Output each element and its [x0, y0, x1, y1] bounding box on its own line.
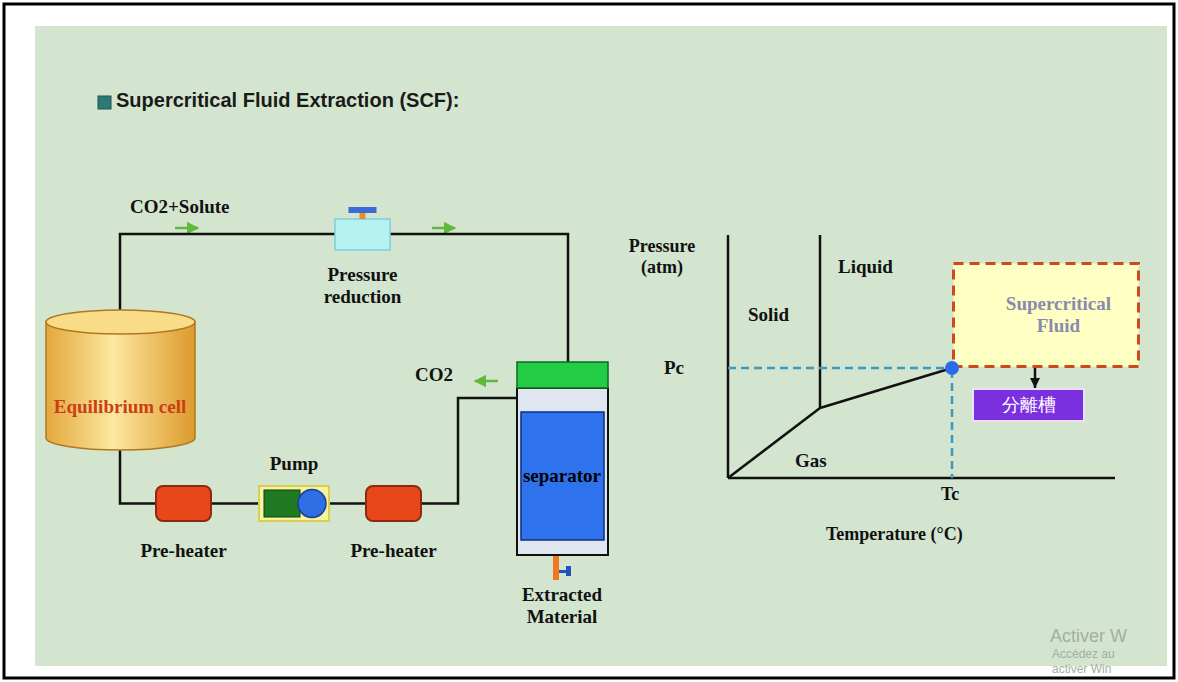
separator-vessel: separator	[517, 362, 608, 555]
part-label: Pressure reduction	[324, 264, 402, 308]
drain-pipe	[553, 555, 559, 580]
critical-temperature-label: Tc	[941, 484, 959, 505]
separator-vessel-outline	[517, 362, 608, 555]
slide-frame	[4, 4, 1174, 678]
part-label: Pump	[270, 453, 319, 475]
equilibrium-cell: Equilibrium cell	[46, 310, 195, 450]
temperature-axis	[728, 477, 1115, 480]
phase-label: Liquid	[838, 256, 893, 278]
supercritical-region: Supercritical Fluid	[952, 262, 1140, 368]
pre-heater: Pre-heater	[365, 485, 422, 522]
phase-label: Solid	[748, 304, 789, 326]
stream-label: CO2+Solute	[130, 196, 230, 218]
pipe-connector	[390, 234, 568, 362]
axis-title: Temperature (°C)	[826, 524, 963, 545]
liquid-gas-boundary	[820, 368, 952, 408]
flow-arrow	[475, 380, 498, 383]
vessel-label: Equilibrium cell	[54, 396, 187, 418]
phase-label: Gas	[795, 450, 827, 472]
slide-panel	[35, 26, 1167, 666]
watermark: activer Win	[1052, 663, 1111, 677]
part-label: Pre-heater	[350, 540, 436, 562]
axis-title: Pressure (atm)	[612, 236, 712, 277]
critical-pressure-label: Pc	[664, 357, 684, 379]
pipe-connector	[422, 398, 517, 504]
watermark: Accédez au	[1052, 648, 1115, 662]
part-label: separator	[523, 465, 601, 487]
pump: Pump	[258, 485, 330, 522]
pre-heater: Pre-heater	[155, 485, 212, 522]
output-label: Extracted Material	[507, 584, 617, 628]
pipe-connector	[120, 234, 335, 310]
stream-label: CO2	[415, 364, 453, 386]
tank-label: 分離槽	[1002, 395, 1056, 416]
pipe-connector	[330, 502, 365, 505]
pressure-valve: Pressure reduction	[335, 207, 390, 250]
drain-tap	[559, 570, 567, 573]
region-label: Supercritical Fluid	[993, 293, 1123, 337]
separation-tank-box: 分離槽	[972, 388, 1085, 422]
watermark: Activer W	[1050, 626, 1127, 647]
critical-temperature-line	[951, 370, 954, 478]
solid-liquid-boundary	[819, 235, 822, 408]
title-bullet	[98, 96, 111, 109]
pressure-axis	[727, 235, 730, 478]
part-label: Pre-heater	[140, 540, 226, 562]
pipe-connector	[120, 450, 155, 504]
drain-tap	[566, 566, 571, 576]
flow-arrow	[432, 227, 455, 230]
critical-pressure-line	[728, 367, 950, 370]
slide-title: Supercritical Fluid Extraction (SCF):	[116, 89, 459, 112]
pre-heater-outline	[155, 485, 212, 522]
pipe-connector	[212, 502, 258, 505]
flow-arrow	[175, 227, 198, 230]
pipe-connector	[1034, 368, 1037, 388]
pressure-valve-outline	[335, 207, 390, 250]
pump-outline	[258, 485, 330, 522]
pre-heater-outline	[365, 485, 422, 522]
equilibrium-cell-outline	[46, 310, 195, 450]
